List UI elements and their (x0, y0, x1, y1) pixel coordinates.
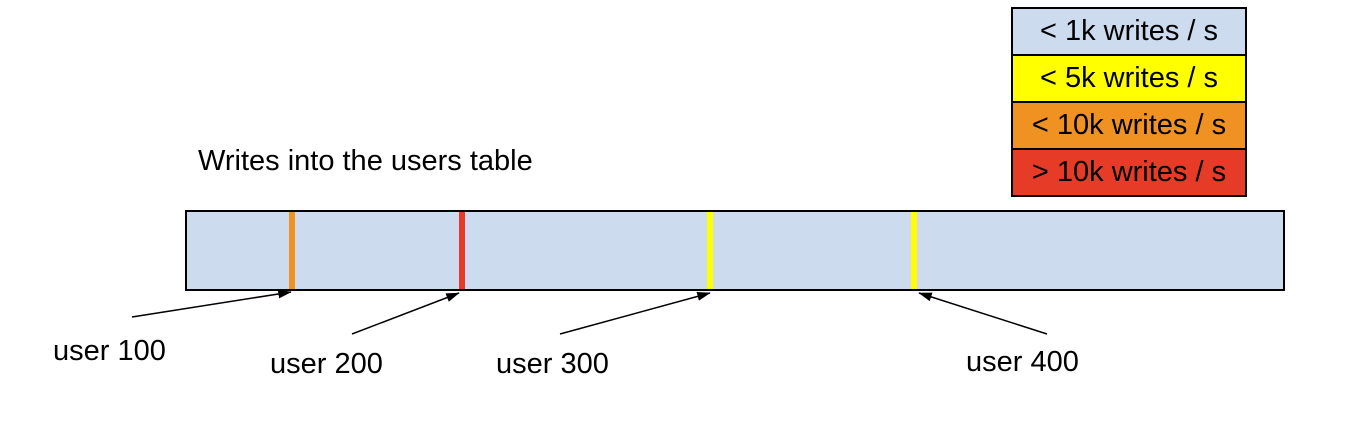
legend-item-label: < 10k writes / s (1031, 109, 1227, 141)
legend-item-lt-1k: < 1k writes / s (1011, 7, 1247, 56)
legend-item-label: > 10k writes / s (1031, 156, 1227, 188)
arrow-user-100 (131, 289, 292, 318)
legend-item-lt-10k: < 10k writes / s (1011, 101, 1247, 150)
marker-user-300 (707, 212, 713, 289)
marker-user-400 (911, 212, 917, 289)
marker-user-200 (459, 212, 465, 289)
legend-item-lt-5k: < 5k writes / s (1011, 54, 1247, 103)
legend-item-gt-10k: > 10k writes / s (1011, 148, 1247, 197)
users-table-bar (185, 210, 1285, 291)
arrow-user-300 (559, 292, 711, 335)
legend-item-label: < 1k writes / s (1039, 15, 1219, 47)
label-user-200: user 200 (270, 348, 383, 380)
arrow-user-200 (351, 292, 460, 335)
label-user-100: user 100 (53, 335, 166, 367)
marker-user-100 (289, 212, 295, 289)
legend: < 1k writes / s < 5k writes / s < 10k wr… (1011, 7, 1247, 197)
arrow-user-400 (918, 292, 1048, 335)
label-user-400: user 400 (966, 346, 1079, 378)
legend-item-label: < 5k writes / s (1039, 62, 1219, 94)
diagram-title: Writes into the users table (198, 145, 533, 177)
label-user-300: user 300 (496, 348, 609, 380)
